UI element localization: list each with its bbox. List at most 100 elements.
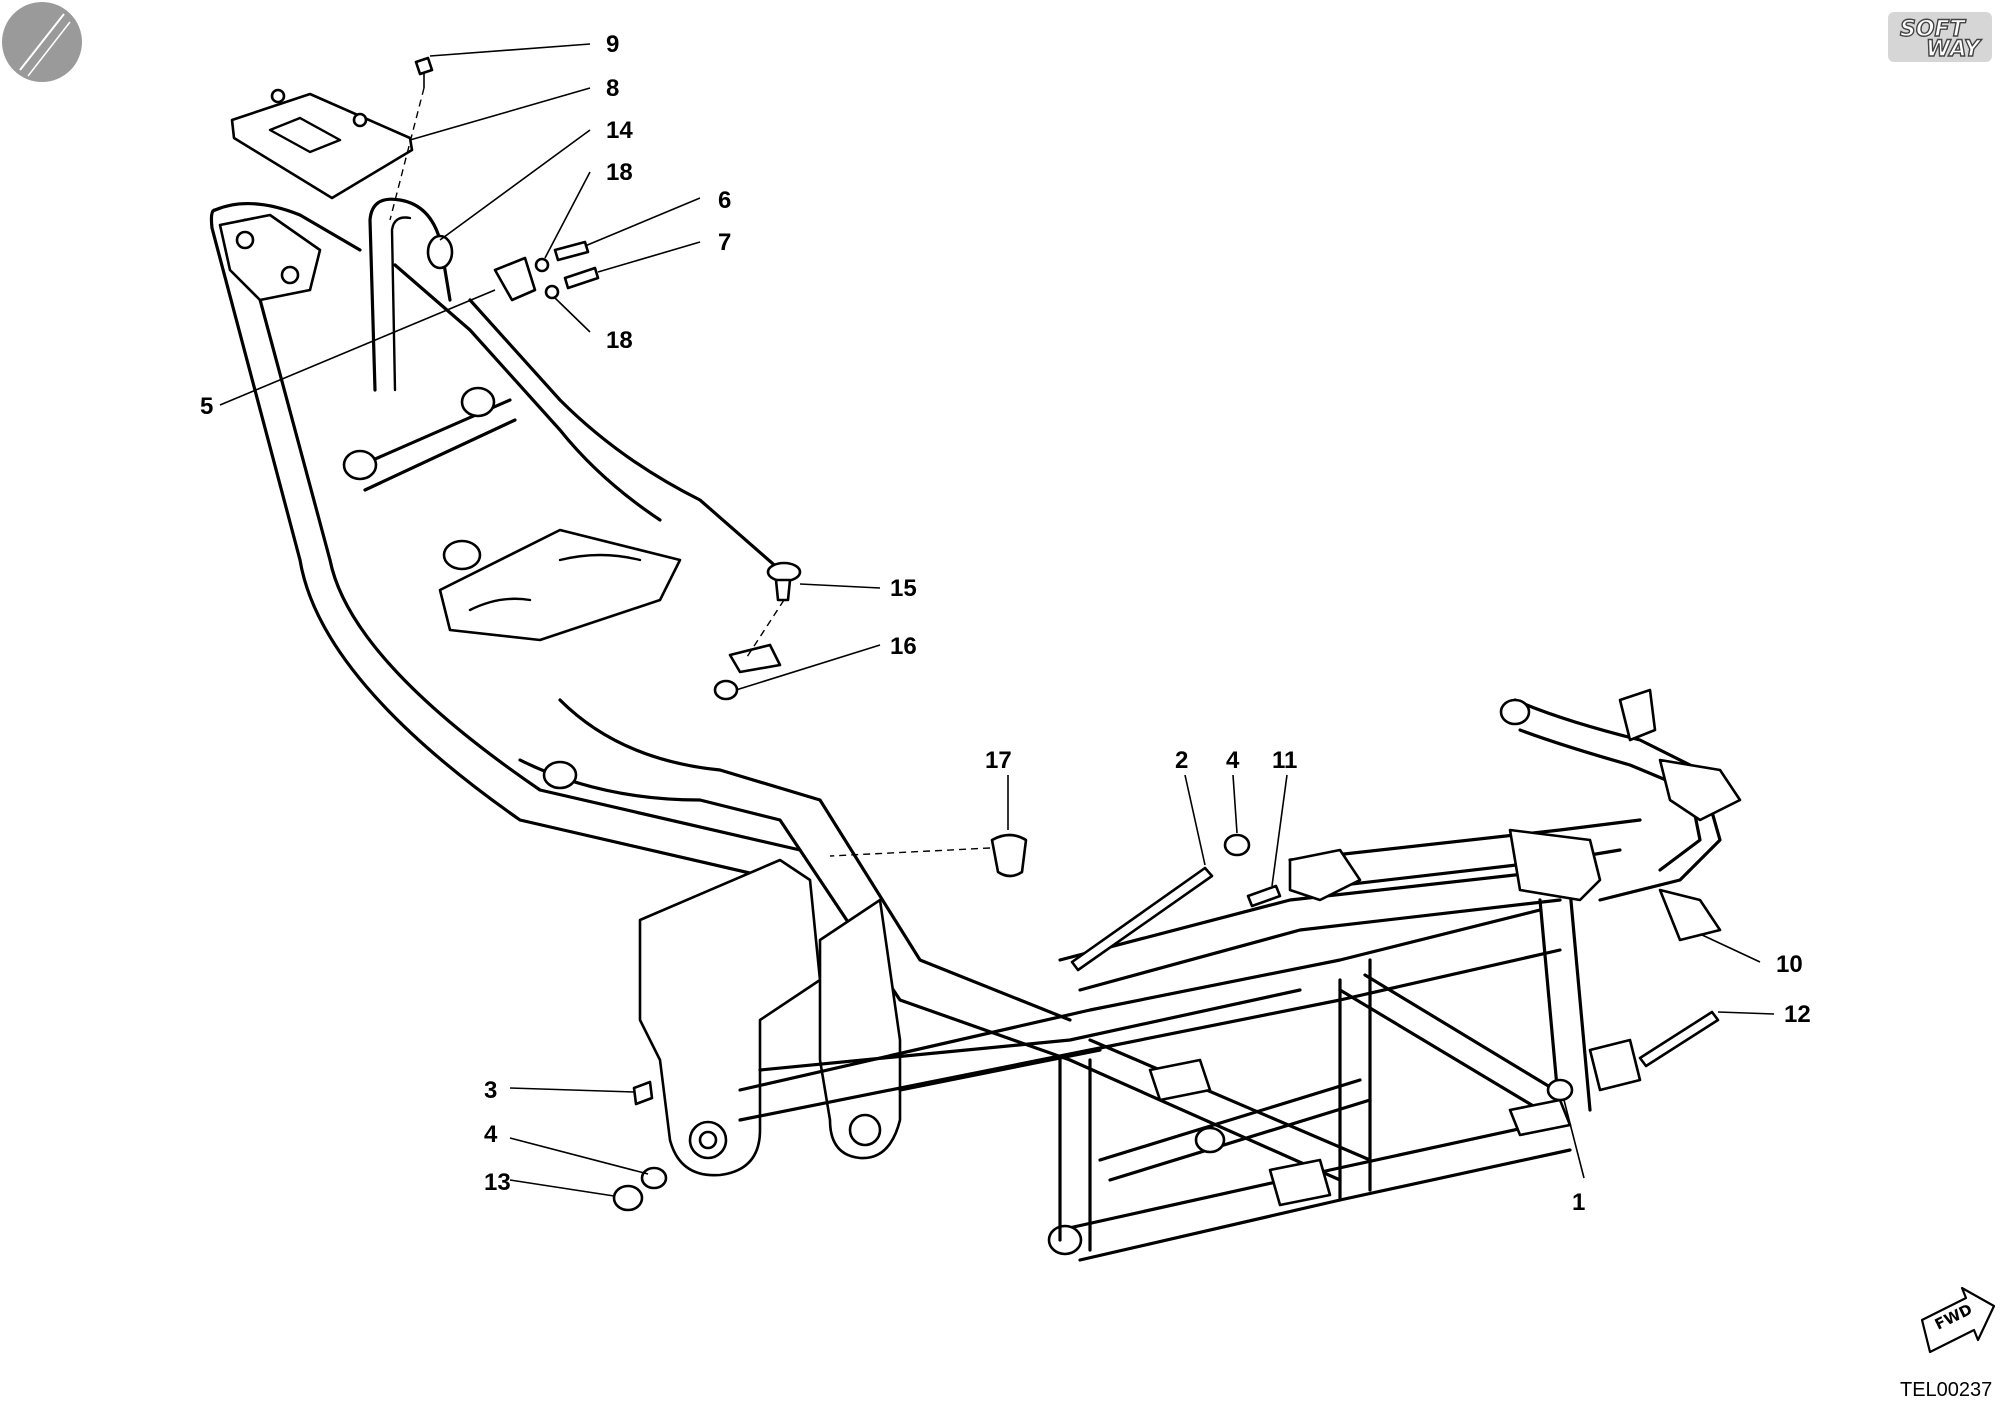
leader-3 (509, 1137, 649, 1175)
callout-8: 8 (606, 75, 619, 102)
leader-9 (429, 43, 591, 57)
cradle-diagonal-4 (1363, 973, 1557, 1092)
drawing-code: TEL00237 (1900, 1379, 1992, 1401)
leader-4a (1232, 774, 1238, 834)
leader-16 (735, 644, 881, 691)
callout-18b: 18 (606, 327, 633, 354)
bottom-rail-1 (1058, 1118, 1562, 1232)
rear-cross-member-2 (363, 418, 517, 492)
leader-14 (439, 129, 591, 241)
cradle-diagonal-5 (1098, 1078, 1362, 1162)
frame-drawing (209, 197, 1742, 1262)
leader-6 (584, 197, 701, 247)
head-stock-tube-1 (1288, 818, 1642, 862)
cradle-diagonal-2 (1088, 1038, 1372, 1162)
logo-line1: SOFT (1900, 17, 1967, 42)
part-16-nut (713, 679, 739, 701)
part-4-cap-upper (1223, 833, 1251, 857)
callout-11: 11 (1272, 747, 1297, 774)
leader-13 (1563, 1099, 1585, 1179)
part-14-bushing (426, 234, 454, 270)
dash-17 (829, 847, 991, 857)
logo-line2: WAY (1926, 37, 1982, 62)
lower-tube-2 (738, 948, 1562, 1122)
leader-7 (597, 241, 701, 273)
front-mount-plate (1288, 848, 1362, 902)
leader-15 (799, 583, 881, 589)
grab-rail-clamp (493, 256, 537, 302)
callout-2: 2 (1175, 747, 1188, 774)
leader-1 (509, 1087, 635, 1093)
rear-subframe-outer (209, 208, 782, 882)
part-2-bolt (1070, 866, 1214, 972)
lower-engine-plate (1148, 1058, 1212, 1102)
left-pivot-plate (638, 858, 822, 1177)
front-subframe-bracket-2 (1658, 758, 1742, 822)
part-1-bracket (632, 1080, 654, 1106)
rear-subframe-inner (240, 218, 802, 852)
callout-10: 10 (1776, 951, 1803, 978)
leader-5 (219, 289, 496, 406)
front-subframe-foot (1658, 888, 1722, 942)
tail-plate (218, 213, 322, 302)
part-15-plug (766, 561, 802, 602)
callout-9: 9 (606, 31, 619, 58)
dash-9 (389, 87, 425, 221)
leader-4b (509, 1179, 615, 1197)
leader-12 (1717, 1011, 1775, 1015)
part-17-plug (990, 833, 1028, 878)
part-7-screw (563, 266, 600, 290)
part-11-bolt (1246, 884, 1282, 908)
lower-tube-4 (898, 1048, 1102, 1092)
callout-5: 5 (200, 393, 213, 420)
leader-8 (409, 87, 591, 141)
front-upper-rail-2 (1078, 898, 1562, 992)
part-4-cap-lower (612, 1184, 644, 1212)
cradle-diagonal-6 (1108, 1098, 1372, 1182)
lower-tube-1 (738, 908, 1542, 1092)
callout-14: 14 (606, 117, 633, 144)
part-12-bolt (1638, 1010, 1720, 1068)
front-upper-plate (1588, 1038, 1642, 1092)
leader-2 (1184, 774, 1206, 866)
leader-11 (1271, 774, 1288, 887)
corner-marker-icon (2, 2, 82, 82)
rubber-pad (728, 643, 782, 674)
front-upright-2 (1568, 888, 1592, 1112)
front-lower-plate (1508, 1098, 1572, 1137)
callout-group: 9 8 14 18 6 7 18 5 15 16 17 2 4 11 10 12… (200, 31, 1811, 1216)
callout-1: 3 (484, 1077, 497, 1104)
spine-rail-lower (558, 698, 1072, 1022)
callout-6: 6 (718, 187, 731, 214)
front-bracket (1508, 828, 1602, 902)
callout-13: 1 (1572, 1189, 1585, 1216)
seat-support-plate (438, 528, 682, 642)
leader-18b (554, 297, 591, 333)
cradle-diagonal-1 (1068, 1058, 1342, 1182)
part-18-washer-upper (534, 257, 550, 273)
callout-16: 16 (890, 633, 917, 660)
front-subframe-bracket-1 (1618, 688, 1657, 742)
rear-top-rail-right (393, 263, 662, 522)
callout-7: 7 (718, 229, 731, 256)
callout-3: 4 (484, 1121, 498, 1148)
softway-logo: SOFT WAY (1888, 12, 1992, 63)
front-subframe-lower (1518, 728, 1702, 872)
callout-15: 15 (890, 575, 917, 602)
lower-tube-3 (758, 988, 1302, 1072)
callout-4a: 4 (1226, 747, 1240, 774)
front-upper-rail (1058, 868, 1562, 962)
part-18-washer-lower (544, 284, 560, 300)
fwd-arrow-icon: FWD (1920, 1286, 1996, 1354)
callout-18a: 18 (606, 159, 633, 186)
rear-top-rail-left (213, 202, 362, 252)
callout-12: 12 (1784, 1001, 1811, 1028)
cradle-diagonal-3 (1338, 988, 1542, 1112)
part-9-screw (414, 56, 434, 88)
part-13-nut (1546, 1078, 1574, 1102)
leader-10 (1699, 933, 1761, 963)
rear-upper-rail (468, 298, 782, 572)
engine-mount-plate (1268, 1158, 1332, 1207)
part-3-spacer (640, 1166, 668, 1190)
